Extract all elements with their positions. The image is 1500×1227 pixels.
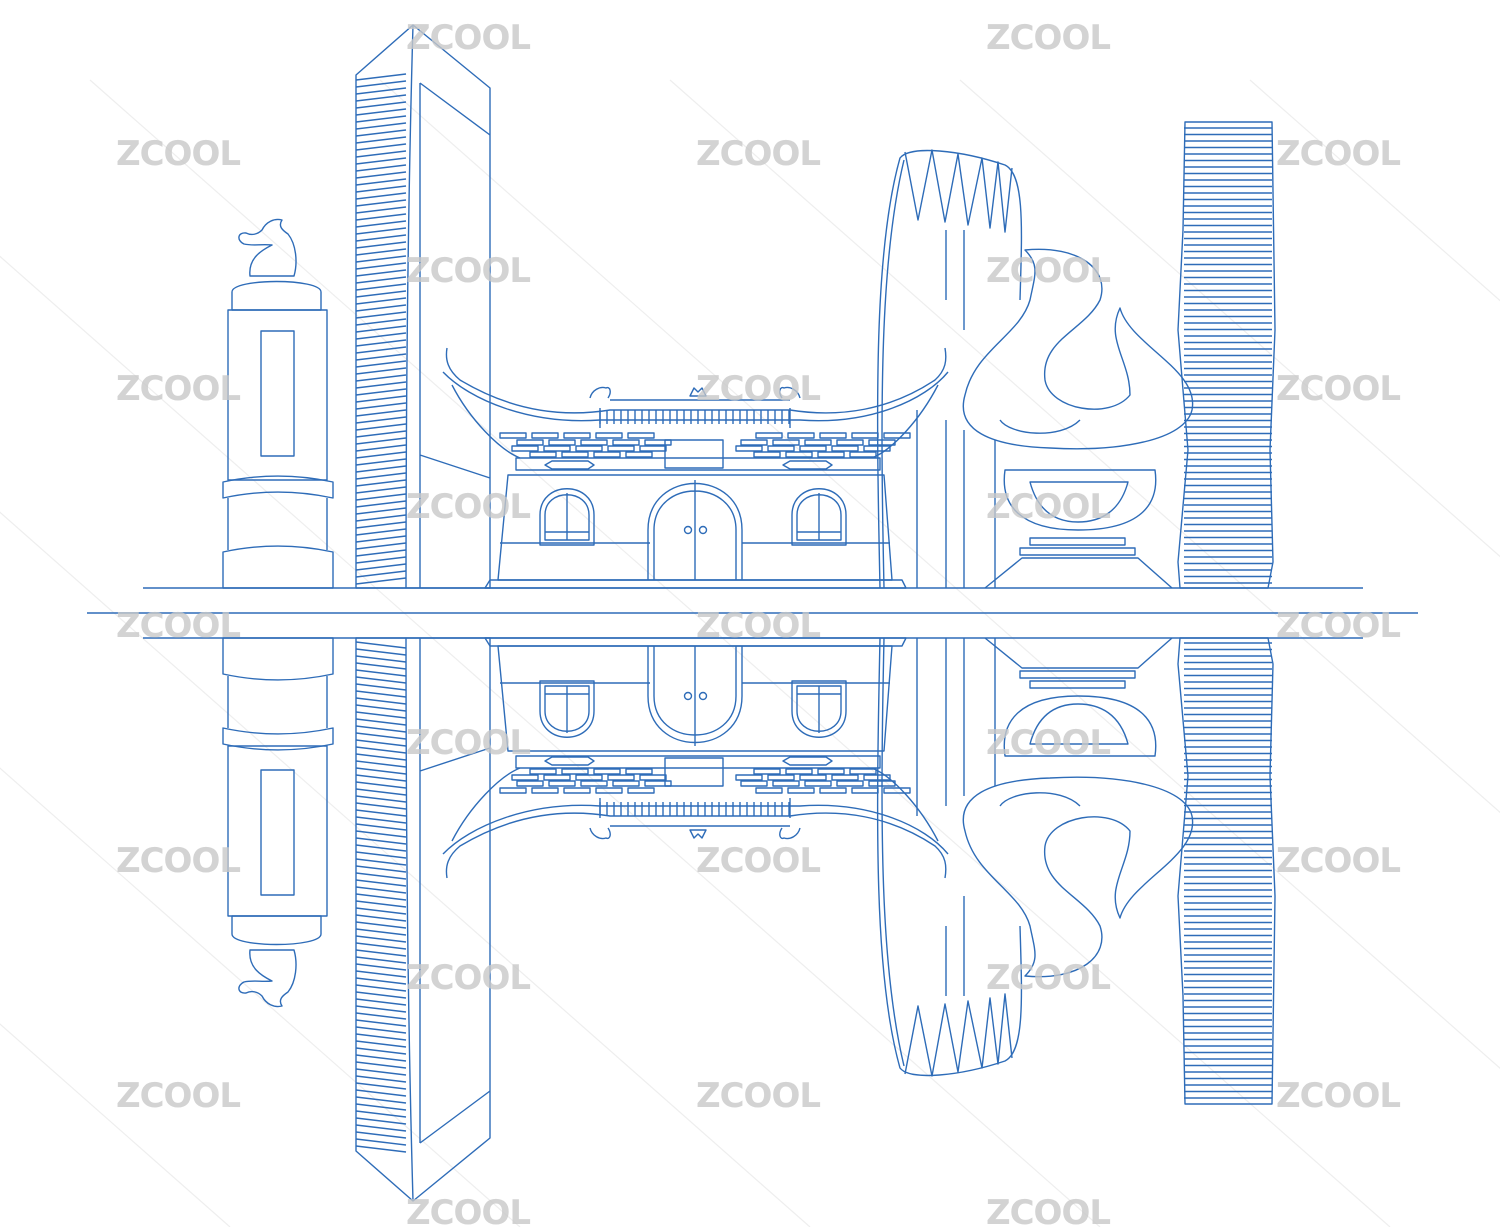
watermarks: ZCOOL ZCOOL ZCOOL ZCOOL ZCOOL ZCOOL ZCOOL ZCOOL… xyxy=(116,18,1401,1227)
zcool-watermark: ZCOOL xyxy=(406,487,530,527)
zcool-watermark: ZCOOL xyxy=(986,723,1110,763)
zcool-watermark: ZCOOL xyxy=(1276,369,1400,409)
zcool-watermark: ZCOOL xyxy=(116,1076,240,1116)
zcool-watermark: ZCOOL xyxy=(696,1076,820,1116)
zcool-watermark: ZCOOL xyxy=(986,251,1110,291)
watermark-line xyxy=(0,1023,231,1227)
zcool-watermark: ZCOOL xyxy=(116,841,240,881)
zcool-watermark: ZCOOL xyxy=(116,134,240,174)
zcool-watermark: ZCOOL xyxy=(1276,134,1400,174)
watermark-line xyxy=(89,79,1391,1227)
zcool-watermark: ZCOOL xyxy=(116,369,240,409)
zcool-watermark: ZCOOL xyxy=(406,1193,530,1227)
zcool-watermark: ZCOOL xyxy=(986,958,1110,998)
watermark-line xyxy=(0,255,1101,1227)
skyline-reflection xyxy=(142,637,1364,1202)
zcool-watermark: ZCOOL xyxy=(406,251,530,291)
zcool-watermark: ZCOOL xyxy=(1276,606,1400,646)
zcool-watermark: ZCOOL xyxy=(406,723,530,763)
zcool-watermark: ZCOOL xyxy=(116,606,240,646)
zcool-watermark: ZCOOL xyxy=(696,134,820,174)
zcool-watermark: ZCOOL xyxy=(406,958,530,998)
watermark-line xyxy=(0,767,521,1227)
zcool-watermark: ZCOOL xyxy=(1276,841,1400,881)
zcool-watermark: ZCOOL xyxy=(1276,1076,1400,1116)
watermark-line xyxy=(1249,79,1500,302)
zcool-watermark: ZCOOL xyxy=(696,606,820,646)
watermark-diagonal-lines xyxy=(0,79,1500,1227)
watermark-line xyxy=(0,511,811,1227)
zcool-watermark: ZCOOL xyxy=(406,18,530,58)
zcool-watermark: ZCOOL xyxy=(696,369,820,409)
skyline xyxy=(142,24,1364,589)
zcool-watermark: ZCOOL xyxy=(986,1193,1110,1227)
watermark-line xyxy=(669,79,1500,814)
zcool-watermark: ZCOOL xyxy=(696,841,820,881)
watermark-line xyxy=(379,79,1500,1069)
zcool-watermark: ZCOOL xyxy=(986,487,1110,527)
watermark-line xyxy=(959,79,1500,558)
zcool-watermark: ZCOOL xyxy=(986,18,1110,58)
